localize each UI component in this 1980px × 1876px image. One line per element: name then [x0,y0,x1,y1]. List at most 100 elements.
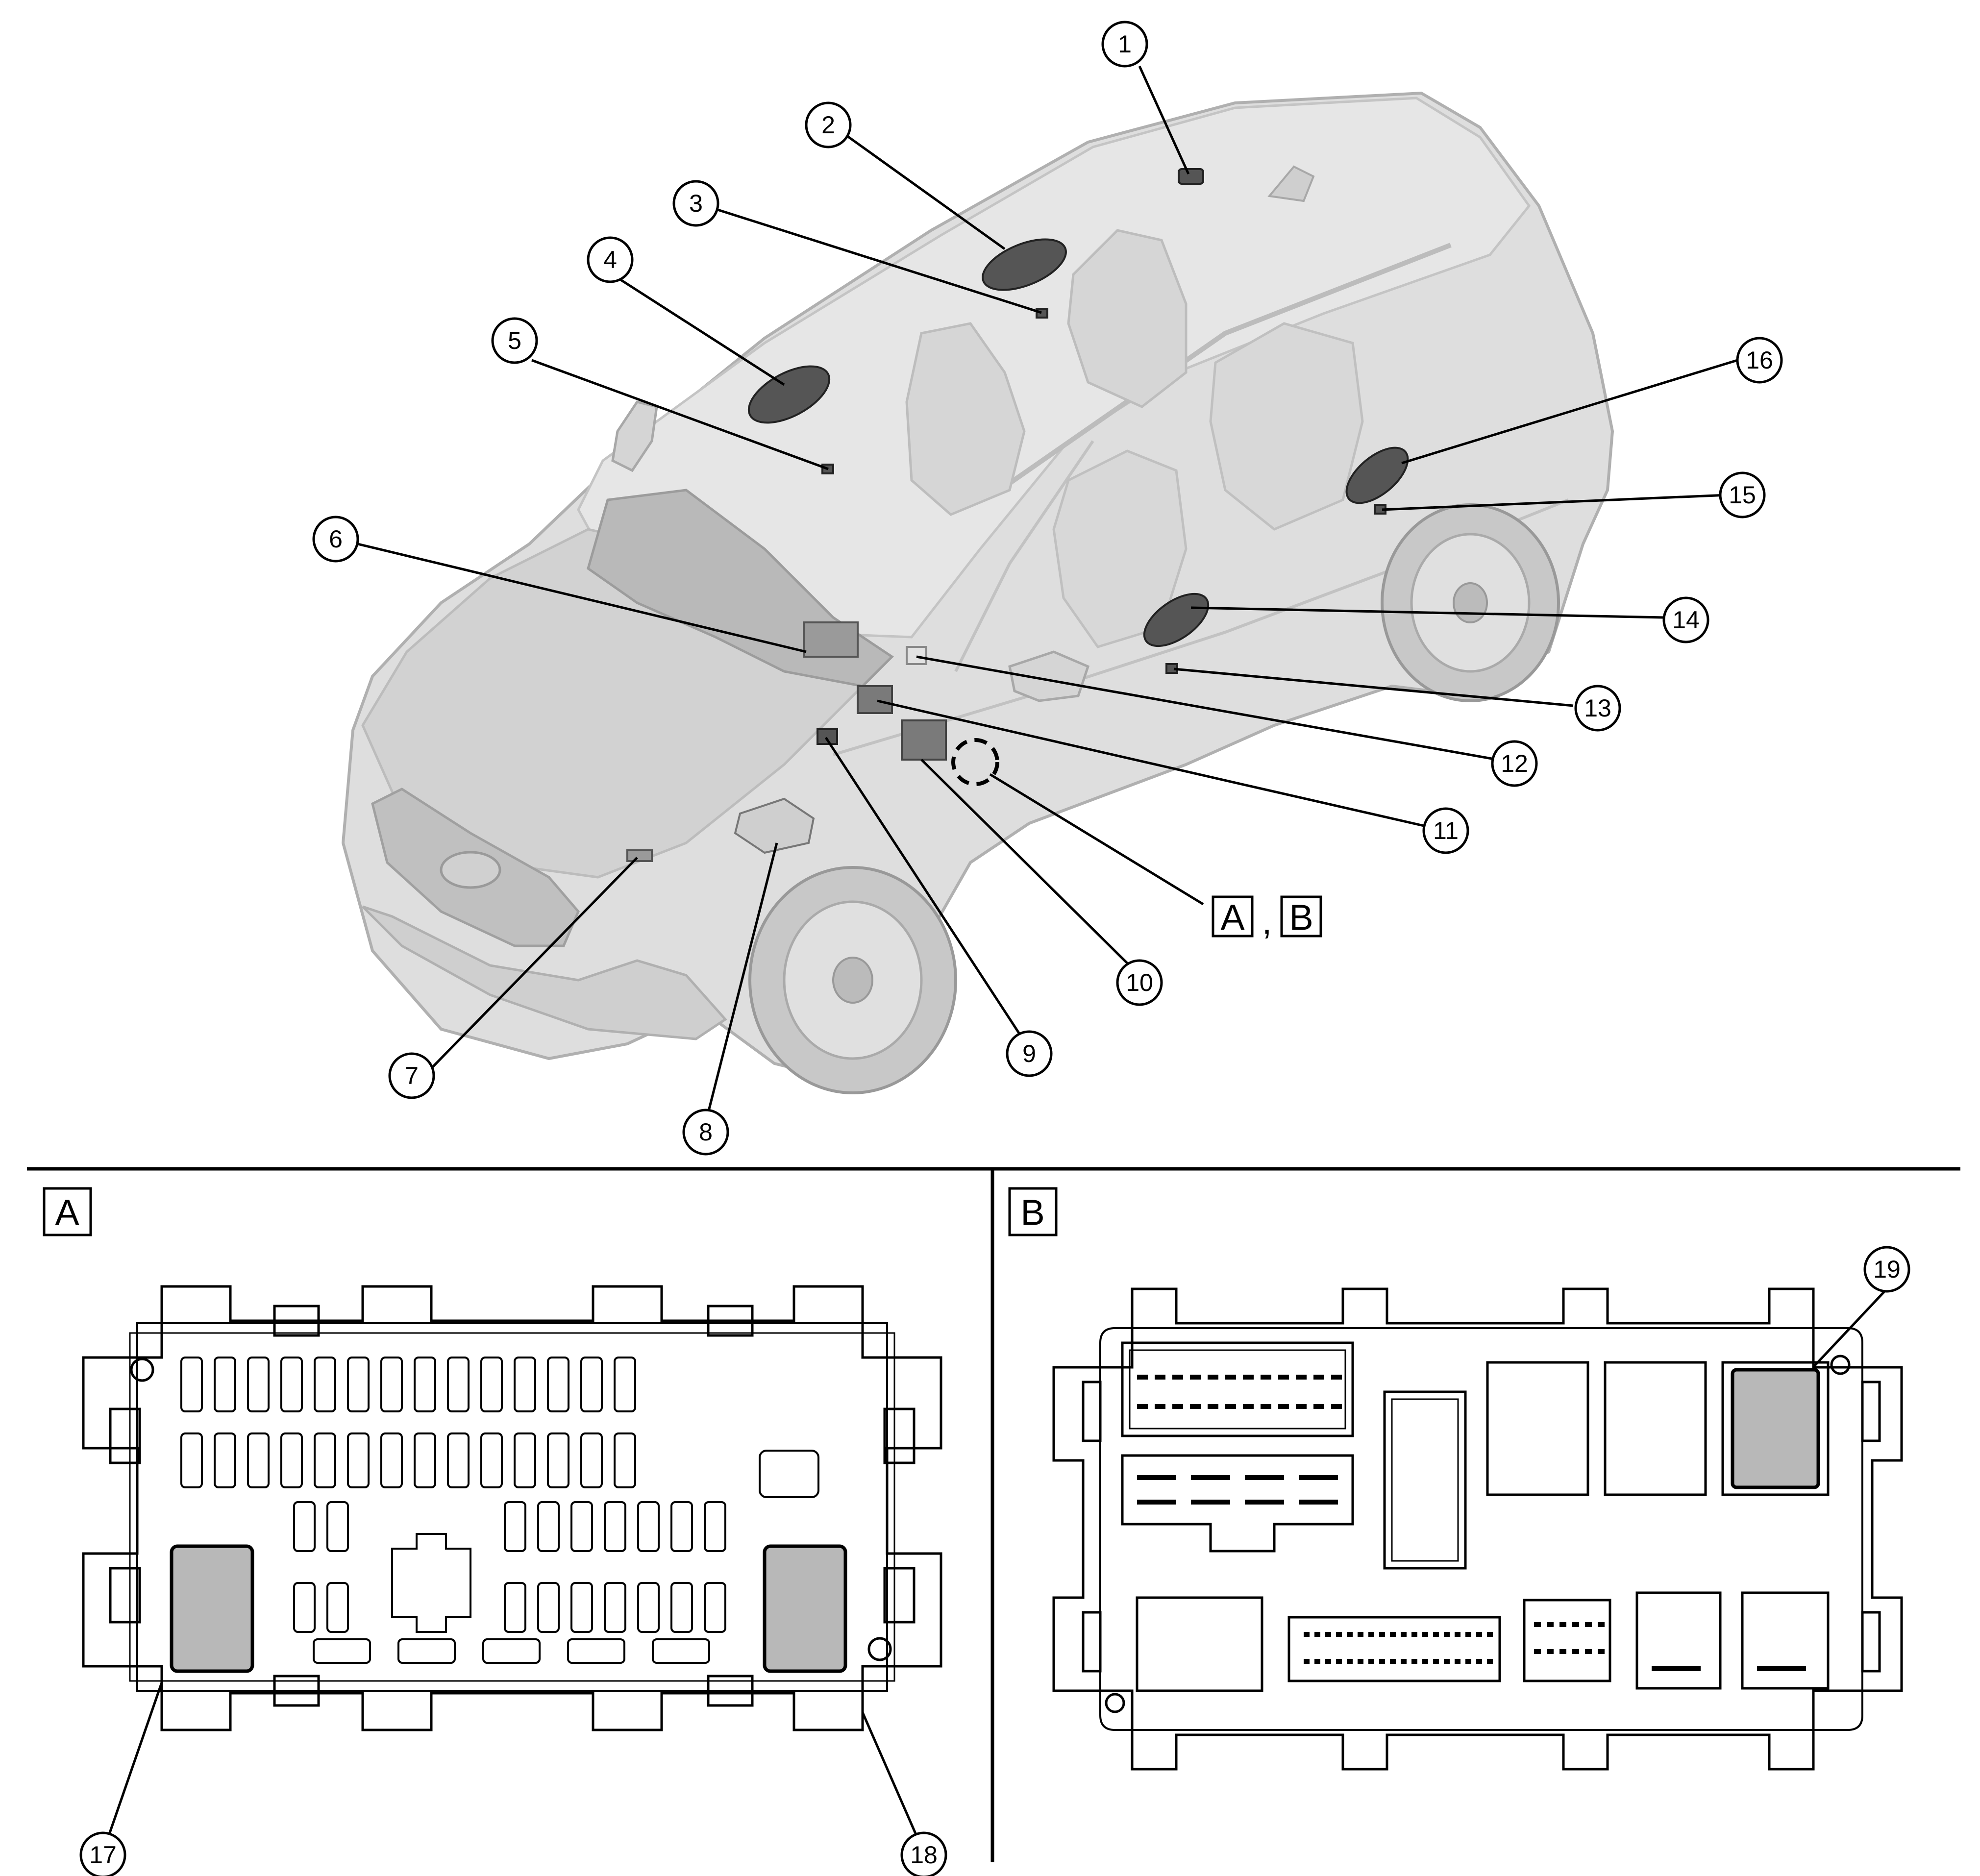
svg-text:6: 6 [329,525,343,553]
svg-text:8: 8 [699,1118,713,1146]
terminal-pin [1487,1659,1493,1664]
fuse-slot [670,1582,693,1633]
callout-15: 15 [1719,471,1766,518]
fuse-slot [380,1432,403,1488]
svg-text:15: 15 [1729,481,1756,509]
terminal-pin [1245,1475,1284,1480]
svg-text:12: 12 [1501,750,1528,777]
component-1-roof-module [1178,168,1204,185]
terminal-pin [1331,1404,1342,1409]
view-ref-b: B [1289,897,1313,938]
terminal-pin [1225,1375,1236,1380]
callout-3: 3 [672,180,719,227]
terminal-pin [1155,1404,1165,1409]
svg-text:7: 7 [405,1062,419,1089]
fuse-slot [480,1432,503,1488]
fuse-slot [637,1582,660,1633]
fuse-slot [604,1501,626,1552]
vehicle-rear-wheel [1381,503,1560,702]
svg-text:19: 19 [1873,1256,1901,1283]
fuse-slot [447,1432,470,1488]
callout-12: 12 [1491,740,1538,787]
fuse-slot [704,1501,726,1552]
fuse-slot [326,1501,349,1552]
svg-text:14: 14 [1672,606,1700,634]
terminal-pin [1261,1404,1271,1409]
callout-9: 9 [1006,1030,1053,1077]
callout-19: 19 [1863,1246,1910,1293]
terminal-pin [1534,1622,1541,1627]
terminal-pin [1455,1659,1460,1664]
terminal-pin [1401,1659,1407,1664]
svg-text:3: 3 [689,190,703,217]
fuse-slot [313,1638,371,1664]
callouts: 1 2 3 4 5 6 7 8 9 10 11 12 13 14 15 16 1… [79,21,1910,1876]
terminal-pin [1336,1632,1342,1637]
fuse-slot [480,1357,503,1412]
callout-1: 1 [1101,21,1148,68]
component-16-speaker [1345,446,1409,504]
callout-14: 14 [1662,596,1709,643]
terminal-pin [1325,1632,1331,1637]
fuse-slot [604,1582,626,1633]
terminal-pin [1390,1659,1396,1664]
callout-16: 16 [1736,337,1783,384]
callout-5: 5 [491,317,538,364]
svg-text:4: 4 [603,246,617,273]
terminal-pin [1368,1659,1374,1664]
terminal-pin [1278,1375,1289,1380]
fuse-slot [514,1432,536,1488]
vehicle-right-mirror [1008,650,1090,702]
terminal-pin [1652,1666,1701,1671]
fuse-slot [537,1582,560,1633]
vehicle-front-bumper [362,905,727,1040]
fuse-slot [214,1357,236,1412]
terminal-pin [1331,1375,1342,1380]
component-12-unit [906,646,927,665]
terminal-pin [1757,1666,1806,1671]
terminal-pin [1296,1375,1307,1380]
fuse-slot [414,1357,436,1412]
terminal-pin [1444,1632,1450,1637]
panel-b-label: B [1020,1192,1044,1233]
fuse-slot [314,1357,336,1412]
fuse-slot [570,1501,593,1552]
vehicle-front-seat-right [1067,229,1188,408]
callout-10: 10 [1116,959,1163,1006]
terminal-pin [1304,1632,1310,1637]
terminal-pin [1190,1404,1201,1409]
panel-a: A [43,1187,942,1731]
component-10-unit [901,719,947,761]
terminal-pin [1598,1649,1605,1654]
terminal-pin [1313,1404,1324,1409]
fuse-slot [293,1501,316,1552]
terminal-pin [1137,1500,1176,1505]
terminal-pin [1559,1622,1566,1627]
component-4-speaker [747,365,831,424]
fuse-slot [637,1501,660,1552]
vehicle-components [626,168,1409,862]
view-ref-a: A [1220,897,1245,938]
panel-b: B [1008,1187,1903,1771]
callout-17: 17 [79,1831,126,1876]
vehicle-rear-seat [1209,322,1364,531]
terminal-pin [1422,1632,1428,1637]
fuse-slot [380,1357,403,1412]
fuse-slot [247,1357,270,1412]
fuse-slot [537,1501,560,1552]
terminal-pin [1208,1404,1218,1409]
fuse-slot [326,1582,349,1633]
terminal-pin [1534,1649,1541,1654]
fuse-slot [670,1501,693,1552]
callout-11: 11 [1422,807,1469,854]
terminal-pin [1401,1632,1407,1637]
terminal-pin [1191,1475,1230,1480]
vehicle-front-wheel [748,866,957,1094]
terminal-pin [1411,1659,1417,1664]
fuse-slot [614,1357,636,1412]
fuse-slot [247,1432,270,1488]
callout-7: 7 [388,1052,435,1099]
fuse-slots-a [180,1357,819,1664]
fuse-slot [447,1357,470,1412]
vehicle-shark-fin-antenna [1267,165,1315,202]
